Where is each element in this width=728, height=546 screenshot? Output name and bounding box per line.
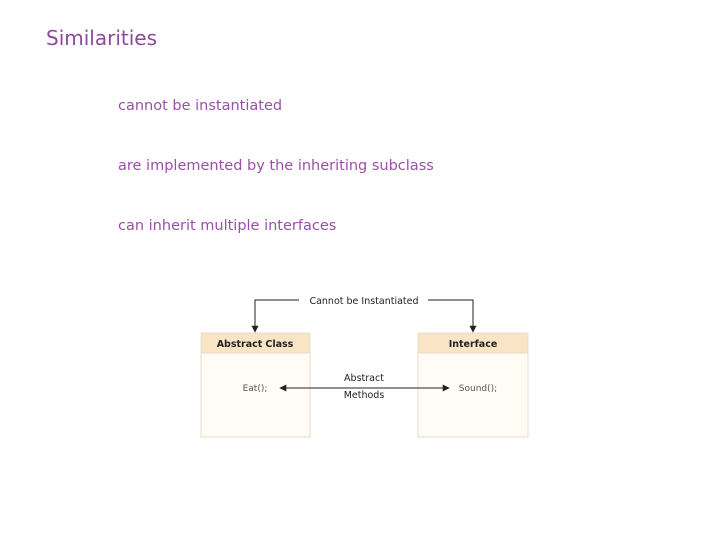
middle-label-line1: Abstract (344, 373, 384, 384)
bullet-item: cannot be instantiated (118, 98, 283, 114)
bullet-list: cannot be instantiated are implemented b… (118, 96, 434, 276)
bullet-item: are implemented by the inheriting subcla… (118, 158, 434, 174)
abstract-class-box: Abstract Class Eat(); (200, 332, 311, 438)
slide-title: Similarities (46, 26, 158, 50)
eat-method: Eat(); (243, 384, 268, 394)
middle-label-line2: Methods (344, 390, 385, 401)
bullet-item: can inherit multiple interfaces (118, 218, 337, 234)
sound-method: Sound(); (459, 384, 497, 394)
interface-header: Interface (449, 339, 498, 350)
abstract-class-header: Abstract Class (217, 339, 294, 350)
top-connector-right (428, 299, 477, 333)
interface-box: Interface Sound(); (417, 332, 529, 438)
top-label: Cannot be Instantiated (309, 296, 418, 307)
top-connector-left (251, 299, 299, 333)
